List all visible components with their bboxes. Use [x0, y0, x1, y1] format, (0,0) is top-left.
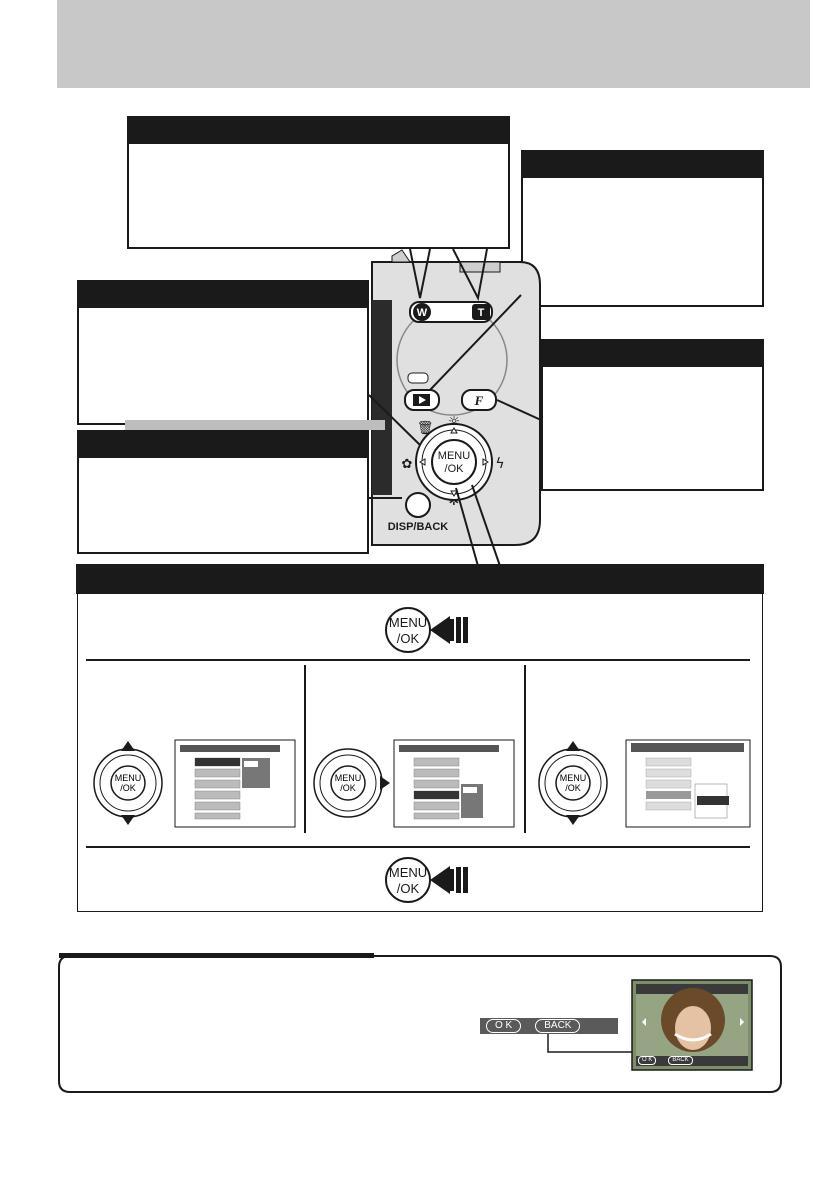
svg-text:✲: ✲ — [449, 494, 460, 509]
callout-zoom — [127, 116, 510, 249]
selector-pad-updown-1: MENU /OK — [93, 741, 163, 825]
note-button-bar: O K BACK — [480, 1018, 618, 1034]
f-mode-button[interactable] — [461, 389, 497, 411]
back-pill: BACK — [535, 1019, 581, 1033]
divider-col1 — [304, 665, 306, 833]
svg-text:ϟ: ϟ — [495, 456, 504, 472]
divider-top — [86, 659, 750, 661]
svg-text:✿: ✿ — [402, 457, 413, 472]
pad-1-line1: MENU — [115, 773, 142, 783]
callout-f-mode — [541, 339, 764, 491]
pad-3-line2: /OK — [565, 783, 581, 793]
pad-1-line2: /OK — [120, 783, 136, 793]
divider-bottom — [86, 846, 750, 848]
ok-pill: O K — [486, 1019, 522, 1033]
header-band — [57, 0, 810, 88]
pad-3-line1: MENU — [560, 773, 587, 783]
menu-ok-button[interactable] — [431, 439, 477, 485]
disp-back-label: DISP/BACK — [388, 521, 449, 533]
menu-ok-text-2b: /OK — [397, 881, 420, 896]
menu-ok-text-2a: MENU — [389, 865, 427, 880]
menu-ok-text-1a: MENU — [389, 615, 427, 630]
divider-col2 — [524, 665, 526, 833]
pad-2-line2: /OK — [340, 783, 356, 793]
menu-ok-press-icon-1: MENU /OK — [385, 607, 468, 653]
menu-ok-press-icon-2: MENU /OK — [385, 857, 468, 903]
pad-2-line1: MENU — [335, 773, 362, 783]
selector-pad-updown-2: MENU /OK — [538, 741, 608, 825]
selector-pad-right: MENU /OK — [313, 748, 390, 818]
menu-ok-text-1b: /OK — [397, 631, 420, 646]
callout-disp-back — [77, 430, 369, 554]
menu-ok-label-line2: /OK — [445, 463, 465, 475]
zoom-tele-label: T — [478, 307, 485, 319]
callout-selector — [77, 280, 369, 425]
zoom-wide-label: W — [417, 307, 428, 319]
callout-playback — [521, 150, 764, 307]
photo-ok-pill: O K — [638, 1055, 657, 1065]
svg-text:F: F — [474, 393, 484, 408]
photo-back-pill: BACK — [668, 1055, 693, 1065]
menu-ok-label-line1: MENU — [438, 450, 470, 462]
disp-back-button[interactable] — [405, 492, 431, 518]
photo-screen-button-bar: O K BACK — [638, 1055, 718, 1065]
